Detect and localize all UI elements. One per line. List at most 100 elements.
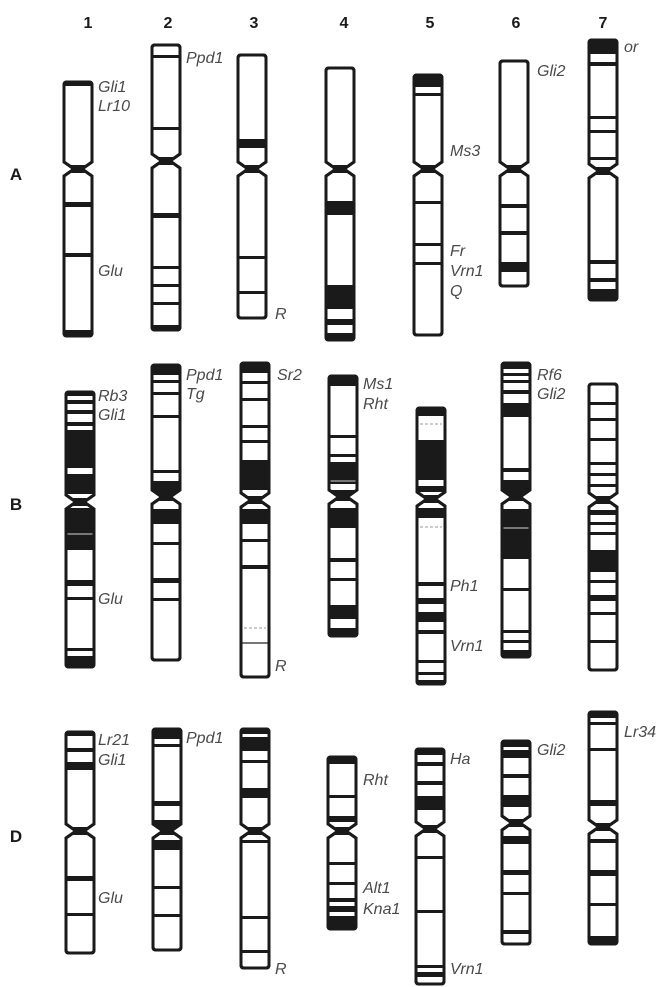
chromosome-band <box>241 950 269 953</box>
chromosome-band <box>328 816 356 822</box>
gene-label: Ph1 <box>450 578 478 595</box>
chromosome-outline <box>498 59 530 288</box>
centromere <box>241 827 269 835</box>
gene-label: Kna1 <box>363 901 400 918</box>
chromosome <box>150 43 182 332</box>
gene-label: R <box>275 306 287 323</box>
chromosome-body <box>587 382 619 672</box>
chromosome-band <box>589 936 617 944</box>
gene-label: Ms1 <box>363 376 393 393</box>
chromosome-band <box>326 319 354 325</box>
gene-label: Rb3 <box>98 388 127 405</box>
chromosomes <box>62 38 619 986</box>
gene-label: Rht <box>363 396 388 413</box>
chromosome-band <box>241 440 269 443</box>
chromosome <box>327 374 359 638</box>
chromosome-band <box>66 748 94 752</box>
gene-label: Fr <box>450 243 466 260</box>
chromosome-band <box>153 914 181 917</box>
chromosome-band <box>329 628 357 636</box>
gene-label: Lr10 <box>98 98 130 115</box>
chromosome-outline <box>64 390 96 669</box>
chromosome-band <box>416 796 444 810</box>
chromosome-band <box>417 672 445 675</box>
chromosome-band <box>329 462 357 484</box>
chromosome-band <box>417 612 445 622</box>
chromosome-band <box>589 260 617 264</box>
chromosome-band <box>417 630 445 634</box>
chromosome-band <box>66 508 94 550</box>
chromosome-band <box>328 795 356 798</box>
chromosome <box>239 361 271 679</box>
chromosome-outline <box>150 43 182 332</box>
chromosome-band <box>328 757 356 764</box>
chromosome-band <box>329 578 357 581</box>
chromosome-band <box>238 291 266 294</box>
chromosome-outline <box>324 66 356 342</box>
chromosome-band <box>589 130 617 133</box>
chromosome-band <box>589 595 617 601</box>
chromosome-band <box>502 930 530 934</box>
gene-label: Gli2 <box>537 63 566 80</box>
chromosome <box>500 739 532 946</box>
chromosome <box>64 730 96 955</box>
chromosome-band <box>153 744 181 747</box>
chromosome-band <box>589 157 617 160</box>
chromosome-band <box>417 408 445 416</box>
chromosome-band <box>589 40 617 54</box>
chromosome-band <box>417 486 445 492</box>
chromosome-band <box>66 732 94 736</box>
chromosome <box>587 710 619 946</box>
gene-label: Ha <box>450 751 471 768</box>
gene-label: Lr34 <box>624 724 656 741</box>
chromosome-band <box>589 550 617 572</box>
chromosome-outline <box>239 361 271 679</box>
chromosome-band <box>241 539 269 542</box>
gene-label: Vrn1 <box>450 961 484 978</box>
chromosome-band <box>241 840 269 843</box>
chromosome-outline <box>327 374 359 638</box>
chromosome <box>326 755 358 931</box>
chromosome-band <box>326 285 354 309</box>
chromosome-band <box>152 470 180 473</box>
chromosome-band <box>152 127 180 130</box>
chromosome-band <box>417 508 445 518</box>
chromosome-band <box>416 910 444 913</box>
gene-label: Rf6 <box>537 367 562 384</box>
chromosome-band <box>329 490 357 495</box>
chromosome-outline <box>500 361 532 659</box>
chromosome-band <box>589 278 617 282</box>
chromosome-band <box>64 253 92 257</box>
chromosome-band <box>328 906 356 912</box>
chromosome <box>236 53 268 320</box>
chromosome-band <box>416 856 444 859</box>
chromosome-body <box>327 374 359 638</box>
chromosome-band <box>328 882 356 885</box>
centromere <box>153 827 181 835</box>
chromosome-band <box>589 580 617 583</box>
chromosome-band <box>152 266 180 269</box>
chromosome-band <box>66 913 94 916</box>
chromosome-band <box>500 231 528 235</box>
chromosome-band <box>416 749 444 755</box>
chromosome-outline <box>587 38 619 302</box>
chromosome-band <box>238 139 266 148</box>
chromosome-band <box>152 578 180 583</box>
chromosome-band <box>589 839 617 843</box>
chromosome-band <box>502 650 530 657</box>
chromosome-band <box>589 473 617 476</box>
chromosome-band <box>64 202 92 207</box>
chromosome-band <box>152 542 180 545</box>
column-number: 2 <box>164 15 173 32</box>
chromosome-band <box>152 392 180 395</box>
chromosome-band <box>66 762 94 770</box>
gene-label: Lr21 <box>98 732 130 749</box>
chromosome-outline <box>236 53 268 320</box>
gene-label: Gli2 <box>537 386 566 403</box>
chromosome-band <box>589 116 617 119</box>
column-number: 1 <box>84 15 93 32</box>
chromosome-band <box>417 680 445 684</box>
gene-label: Ppd1 <box>186 730 223 747</box>
chromosome-band <box>66 410 94 414</box>
chromosome-band <box>326 201 354 215</box>
